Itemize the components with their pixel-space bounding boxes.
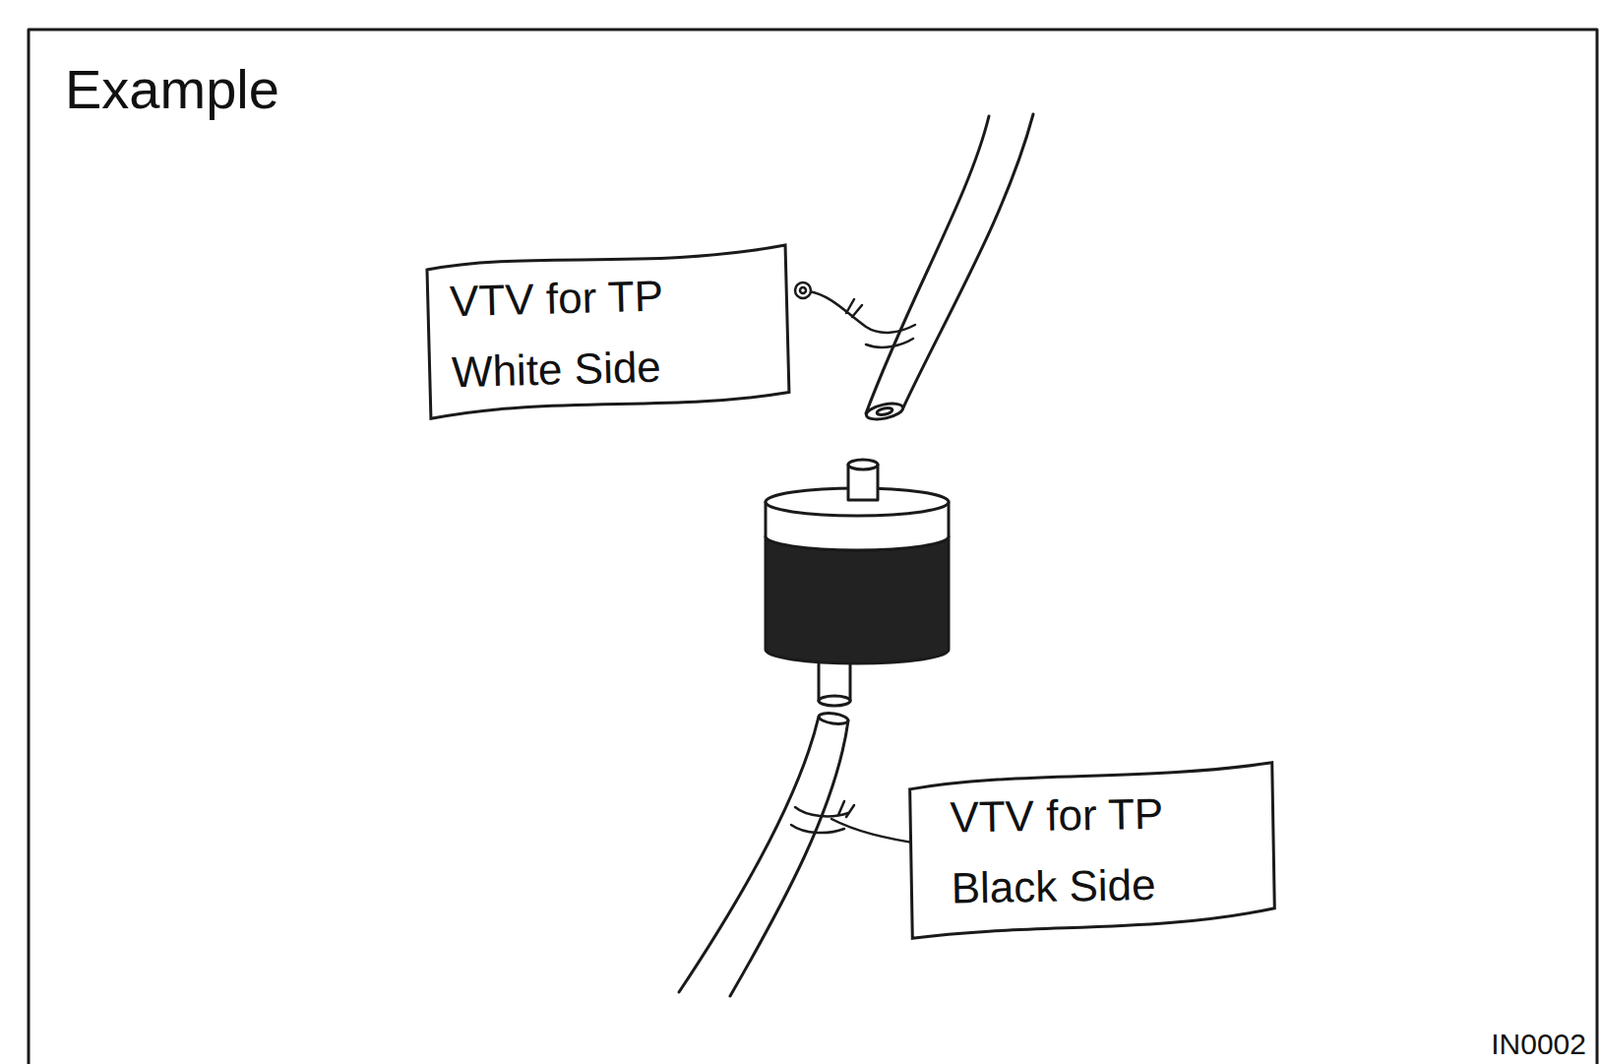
lower-hose [678,711,850,996]
title: Example [64,57,280,122]
frame [28,29,1598,1064]
upper-hose [864,114,1034,423]
hose-tag: VTV for TP Black Side [906,762,1280,939]
tag-text: VTV for TP Black Side [949,777,1210,924]
figure-code: IN0002 [1490,1027,1587,1061]
hose-tag: VTV for TP White Side [423,243,794,423]
tag-text: VTV for TP White Side [448,259,695,408]
vtv-valve [765,459,949,706]
tag-string [795,282,916,348]
